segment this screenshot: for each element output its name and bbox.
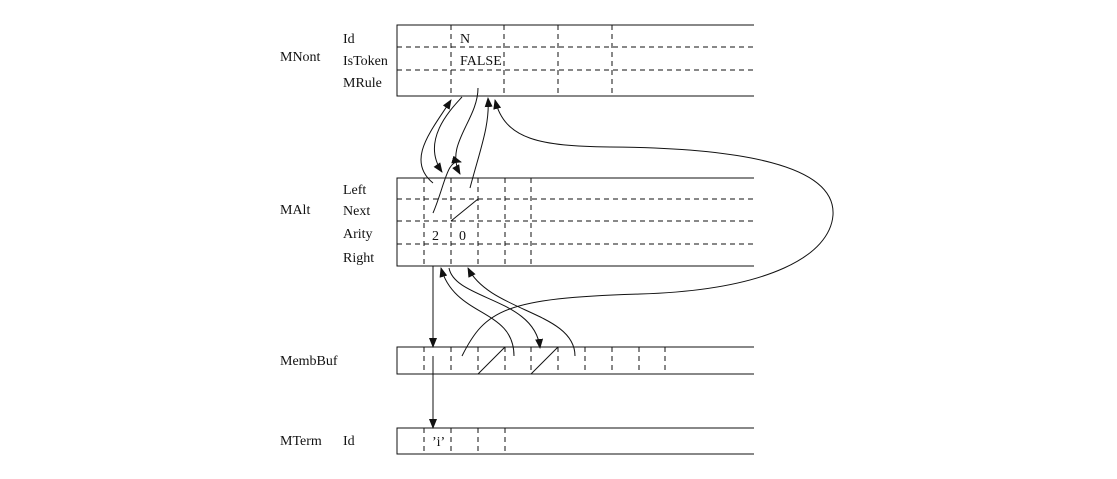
membbuf-table <box>396 346 754 375</box>
mterm-structure: MTerm Id ’i’ <box>280 427 754 455</box>
mterm-id-value: ’i’ <box>432 435 445 450</box>
arrow-membbuf-to-malt2-right <box>467 267 576 357</box>
malt-field-left: Left <box>343 183 366 198</box>
arrow-malt1-next-to-alt2 <box>432 155 462 214</box>
membbuf-structure: MembBuf <box>280 346 754 375</box>
malt-table <box>396 177 754 267</box>
malt-structure: MAlt Left Next Arity Right 2 0 <box>280 177 754 267</box>
malt-next-null-slash <box>450 198 479 222</box>
arrow-membbuf-to-mnont-loop <box>461 99 834 357</box>
malt-arity-value-1: 2 <box>432 229 439 244</box>
malt-arity-value-2: 0 <box>459 229 466 244</box>
mterm-table <box>396 427 754 455</box>
mnont-name: MNont <box>280 50 321 65</box>
mnont-id-value: N <box>460 32 470 47</box>
arrow-membbuf-to-malt1-right <box>439 267 515 357</box>
membbuf-null-slash <box>530 346 559 375</box>
mnont-field-istoken: IsToken <box>343 54 388 69</box>
mterm-field-id: Id <box>343 434 355 449</box>
mnont-structure: MNont Id IsToken MRule N FALSE <box>280 24 754 97</box>
mnont-table <box>396 24 754 97</box>
membbuf-null-slash <box>477 346 506 375</box>
arrow-malt2-right-to-membbuf <box>448 267 544 349</box>
arrow-mnont-mrule-to-malt <box>433 96 463 173</box>
pointer-arrows <box>420 87 834 429</box>
malt-name: MAlt <box>280 203 310 218</box>
arrow-malt2-left-to-mnont <box>469 97 493 189</box>
arrow-mnont-to-malt-alt2 <box>452 87 479 175</box>
malt-field-next: Next <box>343 204 370 219</box>
membbuf-name: MembBuf <box>280 354 338 369</box>
mnont-istoken-value: FALSE <box>460 54 502 69</box>
mnont-field-id: Id <box>343 32 355 47</box>
malt-field-arity: Arity <box>343 227 373 242</box>
mterm-name: MTerm <box>280 434 322 449</box>
malt-field-right: Right <box>343 251 374 266</box>
arrow-malt1-left-to-mnont <box>420 99 452 184</box>
mnont-field-mrule: MRule <box>343 76 382 91</box>
